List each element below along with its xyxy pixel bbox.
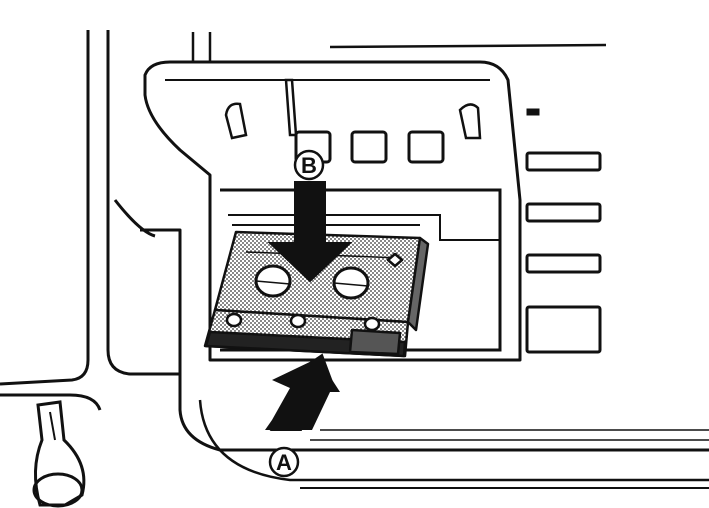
arrow-a-up (265, 355, 340, 430)
side-indicator (528, 110, 538, 114)
carrying-strap (34, 402, 84, 506)
side-button-3 (527, 255, 600, 272)
callout-b-label: B (301, 153, 317, 178)
side-button-2 (527, 204, 600, 221)
top-rail-lines (193, 32, 606, 62)
callout-a: A (270, 448, 298, 476)
door-button-3 (409, 132, 443, 162)
callout-b: B (295, 151, 323, 179)
side-button-1 (527, 153, 600, 170)
side-buttons (527, 110, 600, 352)
callout-a-label: A (276, 450, 292, 475)
side-button-4 (527, 307, 600, 352)
door-button-2 (352, 132, 386, 162)
